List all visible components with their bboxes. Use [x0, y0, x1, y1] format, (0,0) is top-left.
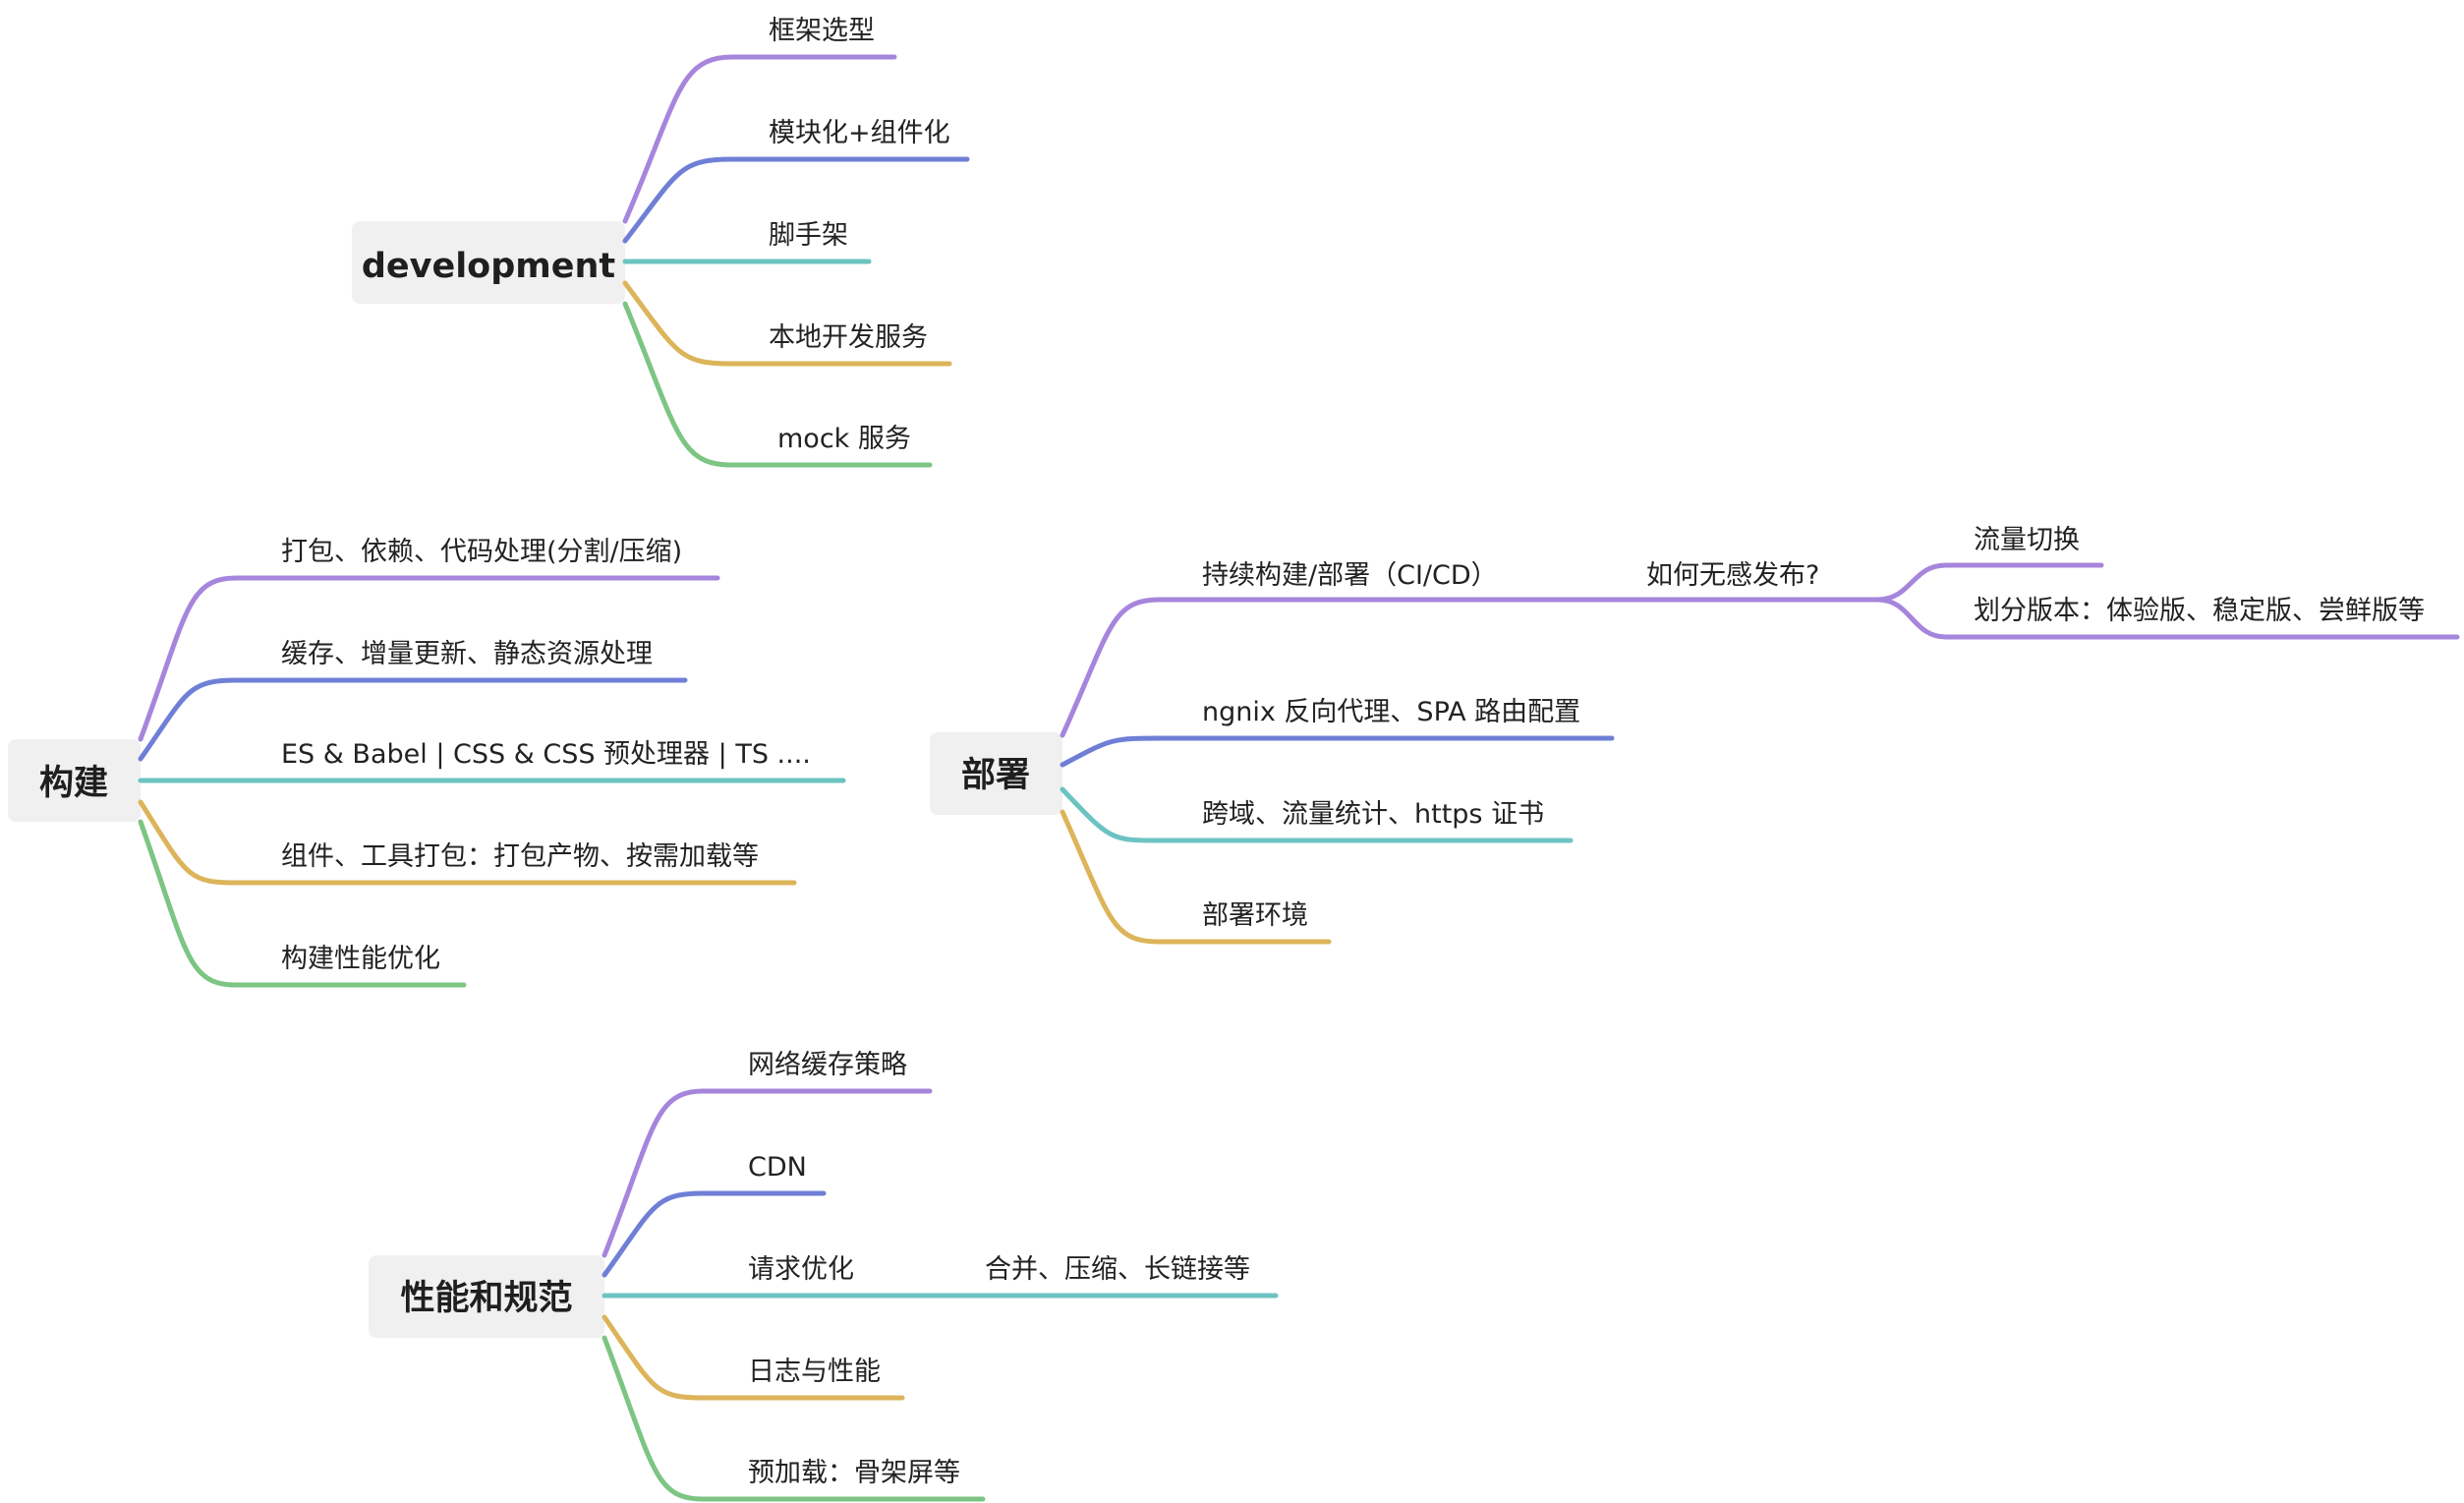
branch-connector: [1060, 597, 1163, 738]
leaf-node[interactable]: 部署环境: [1202, 900, 1308, 931]
mindmap-group-development: development 框架选型 模块化+组件化 脚手架 本地开发服务 mock…: [352, 16, 970, 468]
branch-connector: [1060, 786, 1163, 843]
leaf-node[interactable]: mock 服务: [777, 424, 911, 454]
leaf-node[interactable]: 打包、依赖、代码处理(分割/压缩): [281, 537, 682, 567]
branch-connector: [622, 156, 735, 244]
leaf-node[interactable]: 本地开发服务: [769, 322, 928, 353]
branch-connector: [602, 1190, 706, 1278]
leaf-node[interactable]: 组件、工具打包：打包产物、按需加载等: [281, 841, 759, 872]
leaf-node[interactable]: 跨域、流量统计、https 证书: [1202, 799, 1544, 830]
leaf-node[interactable]: 模块化+组件化: [769, 118, 950, 148]
branch-connector: [138, 799, 239, 886]
branch-connector: [138, 575, 239, 742]
root-label-development: development: [362, 247, 615, 286]
leaf-node[interactable]: 框架选型: [769, 16, 875, 46]
leaf-node[interactable]: 构建性能优化: [281, 944, 440, 974]
branch-connector: [1874, 597, 1949, 640]
leaf-node[interactable]: 网络缓存策略: [748, 1050, 907, 1080]
root-label-build: 构建: [39, 764, 108, 803]
branch-connector: [138, 677, 239, 762]
leaf-node[interactable]: CDN: [748, 1152, 807, 1183]
branch-connector: [1060, 809, 1163, 945]
leaf-node[interactable]: 缓存、增量更新、静态资源处理: [281, 639, 653, 669]
leaf-node[interactable]: 预加载：骨架屏等: [748, 1458, 960, 1488]
leaf-node[interactable]: 持续构建/部署（CI/CD）: [1202, 560, 1498, 591]
mindmap-group-deploy: 部署 持续构建/部署（CI/CD） 如何无感发布? 流量切换 划分版本：体验版、…: [930, 525, 2460, 945]
leaf-node[interactable]: ES & Babel | CSS & CSS 预处理器 | TS ....: [281, 739, 811, 770]
leaf-node[interactable]: 日志与性能: [748, 1357, 881, 1387]
root-node-performance[interactable]: 性能和规范: [369, 1255, 604, 1338]
branch-connector: [622, 54, 735, 224]
branch-connector: [602, 1088, 706, 1258]
sub-node[interactable]: 如何无感发布?: [1646, 560, 1819, 591]
branch-connector: [1874, 562, 1949, 603]
branch-connector: [622, 280, 735, 367]
mindmap-group-build: 构建 打包、依赖、代码处理(分割/压缩) 缓存、增量更新、静态资源处理 ES &…: [8, 537, 846, 988]
branch-connector: [602, 1314, 706, 1401]
sub-node[interactable]: 划分版本：体验版、稳定版、尝鲜版等: [1974, 596, 2425, 626]
branch-connector: [602, 1335, 706, 1502]
leaf-node[interactable]: ngnix 反向代理、SPA 路由配置: [1202, 697, 1580, 727]
root-node-build[interactable]: 构建: [8, 739, 141, 822]
branch-connector: [138, 819, 239, 988]
mindmap-group-performance: 性能和规范 网络缓存策略 CDN 请求优化 合并、压缩、长链接等 日志与性能 预…: [369, 1050, 1279, 1502]
leaf-node[interactable]: 请求优化: [748, 1254, 854, 1285]
root-label-deploy: 部署: [961, 756, 1030, 795]
branch-connector: [622, 301, 735, 468]
branch-connector: [1060, 735, 1163, 768]
sub-node[interactable]: 合并、压缩、长链接等: [985, 1254, 1250, 1285]
sub-node[interactable]: 流量切换: [1974, 525, 2080, 555]
root-node-deploy[interactable]: 部署: [930, 732, 1062, 815]
root-label-performance: 性能和规范: [400, 1279, 572, 1318]
root-node-development[interactable]: development: [352, 221, 625, 304]
leaf-node[interactable]: 脚手架: [769, 220, 848, 251]
